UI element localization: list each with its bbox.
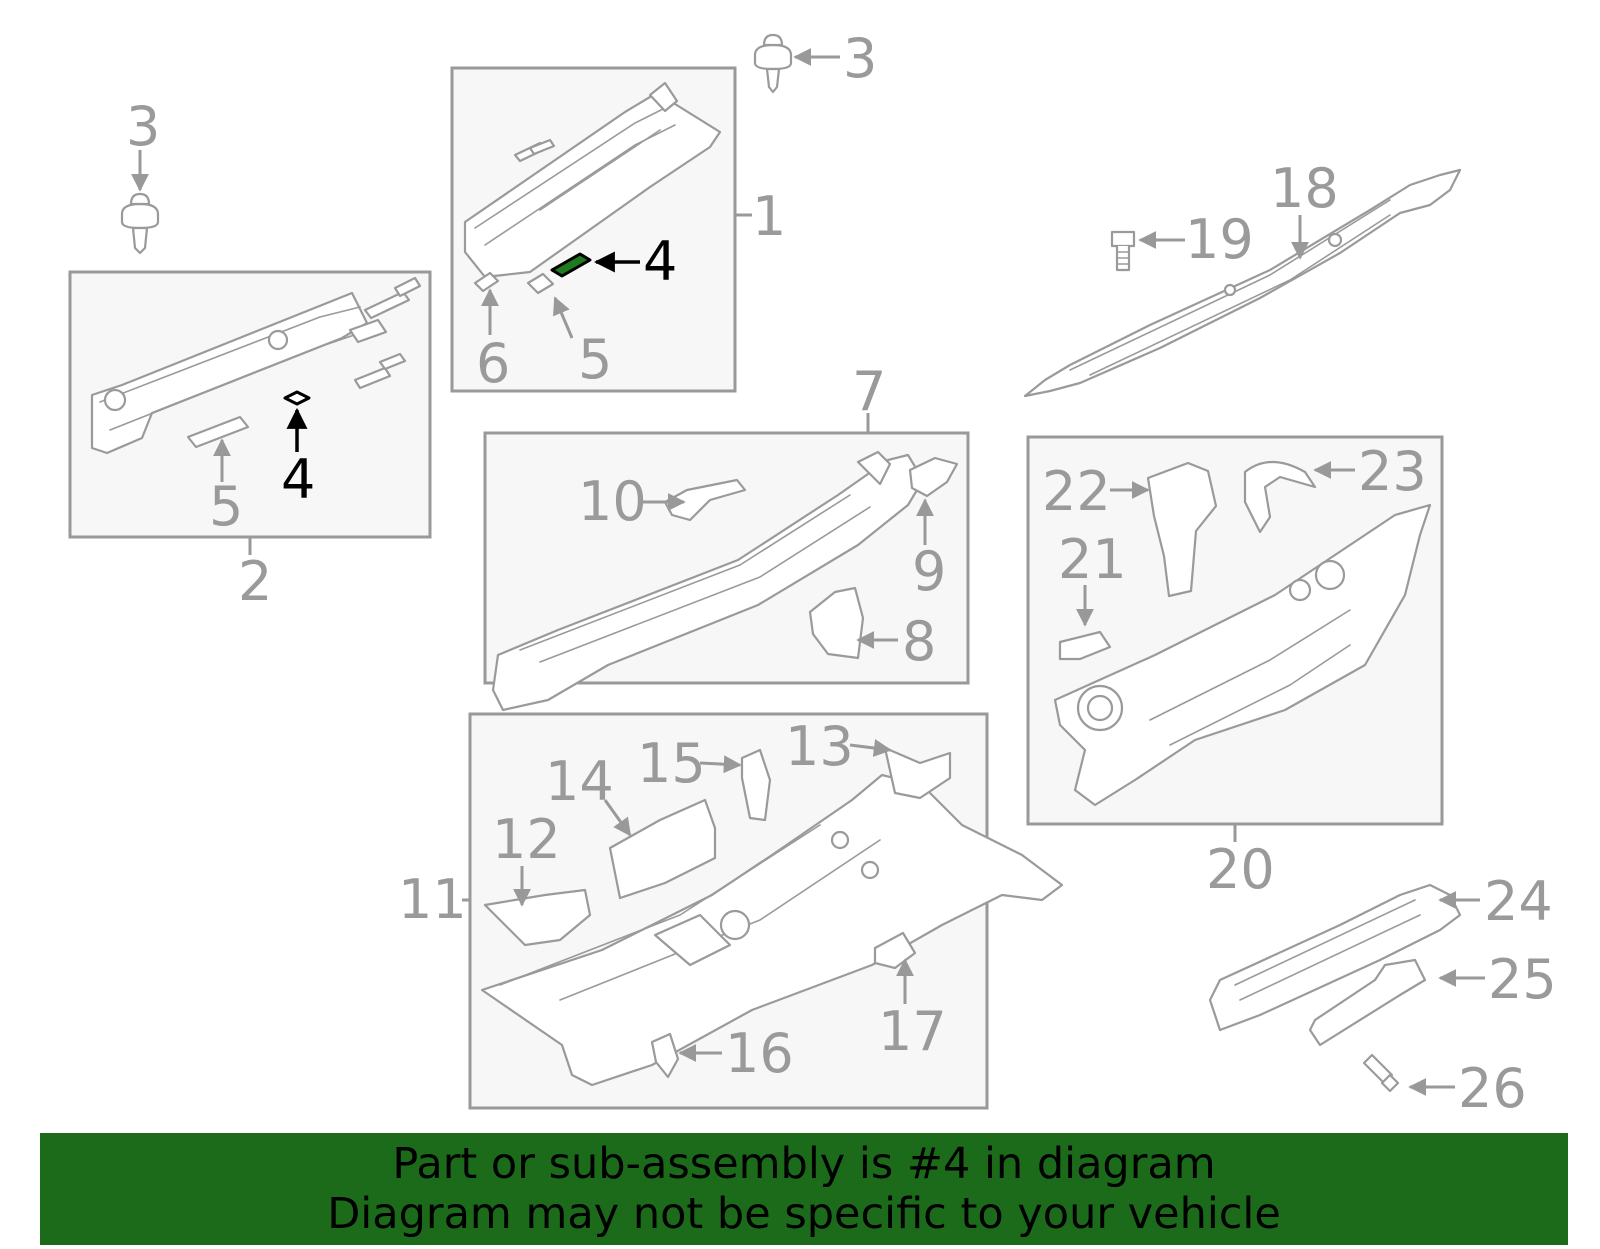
reinforcement-25[interactable] [1308,958,1427,1047]
callout-12: 12 [492,808,561,871]
seal-6[interactable] [473,271,500,293]
clip-fastener-top[interactable] [753,33,793,94]
cowl-top-1[interactable] [463,81,722,279]
leader-13 [849,739,892,757]
bracket-16[interactable] [650,1032,680,1079]
callout-22: 22 [1042,460,1111,523]
callout-9: 9 [912,540,946,603]
seal-strip-5-right[interactable] [526,272,555,295]
callout-13: 13 [785,715,854,778]
callout-24: 24 [1484,870,1553,933]
callout-26: 26 [1458,1057,1527,1120]
callout-10: 10 [578,470,647,533]
bolt-26[interactable] [1362,1053,1400,1093]
bracket-15[interactable] [740,748,772,822]
cowl-panel-2[interactable] [90,276,422,455]
dash-panel-20[interactable] [1053,503,1432,807]
clip-4-left[interactable] [283,390,311,406]
gusset-9[interactable] [908,456,959,498]
leader-15 [699,755,742,774]
cowl-cross-member-7[interactable] [491,450,925,712]
callout-21: 21 [1058,528,1127,591]
callout-5-left: 5 [209,475,243,538]
callout-4-box1: 4 [643,230,677,293]
bracket-12[interactable] [483,888,592,947]
callout-18: 18 [1270,157,1339,220]
callout-8: 8 [902,610,936,673]
info-banner: Part or sub-assembly is #4 in diagram Di… [40,1133,1568,1245]
callout-3-top: 3 [843,27,877,90]
banner-line-disclaimer: Diagram may not be specific to your vehi… [327,1189,1281,1239]
callout-17: 17 [878,1000,947,1063]
callout-19: 19 [1185,208,1254,271]
floor-pan-11[interactable] [480,773,1064,1087]
callout-15: 15 [637,732,706,795]
leader-5-box1 [553,296,574,339]
callout-3-left: 3 [126,95,160,158]
bracket-21[interactable] [1058,630,1112,661]
callout-11: 11 [398,868,467,931]
bracket-14[interactable] [608,798,717,900]
callout-14: 14 [545,750,614,813]
clip-fastener-left[interactable] [120,192,160,255]
bracket-22[interactable] [1146,461,1218,598]
callout-20: 20 [1206,838,1275,901]
clip-4-highlighted[interactable] [550,252,592,278]
callout-25: 25 [1488,948,1557,1011]
callout-1: 1 [752,185,786,248]
callout-5-box1: 5 [578,328,612,391]
callout-7: 7 [852,360,886,423]
callout-23: 23 [1358,440,1427,503]
leader-14 [603,799,632,837]
bracket-13[interactable] [883,746,952,800]
banner-line-part-number: Part or sub-assembly is #4 in diagram [392,1139,1216,1189]
seal-strip-5-left[interactable] [186,415,250,449]
callout-4-left: 4 [281,448,315,511]
heat-shield-23[interactable] [1243,461,1317,534]
reinforcement-brace-18[interactable] [1023,168,1462,398]
side-member-24[interactable] [1208,883,1462,1032]
bolt-19[interactable] [1110,230,1136,272]
callout-2: 2 [238,550,272,613]
callout-16: 16 [725,1022,794,1085]
callout-6: 6 [476,332,510,395]
